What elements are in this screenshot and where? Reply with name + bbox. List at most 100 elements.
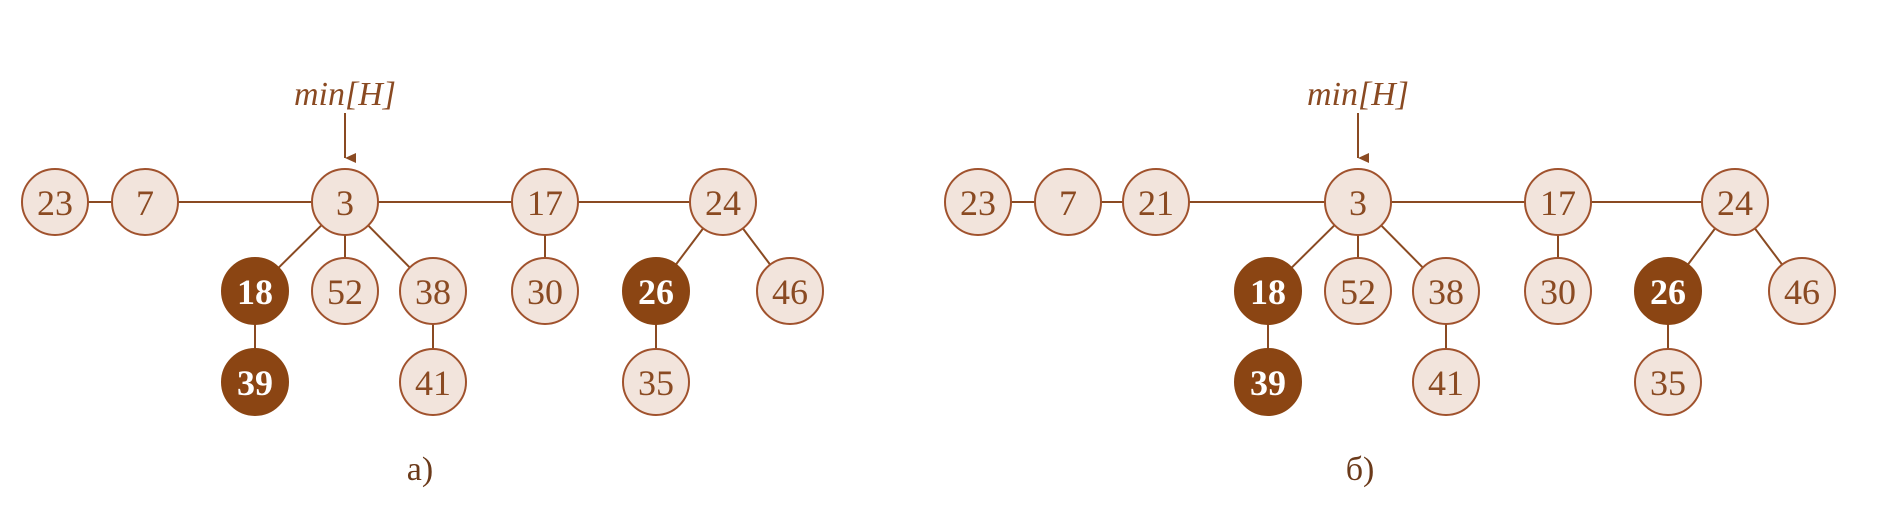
node-circle [1634,348,1702,416]
node-key: 23 [960,183,996,223]
heap-node: 46 [756,257,824,325]
node-circle [399,257,467,325]
node-circle [1324,257,1392,325]
tree-edge [1290,224,1336,269]
heap-node: 24 [689,168,757,236]
heap-node: 17 [511,168,579,236]
heap-node: 17 [1524,168,1592,236]
heap-node: 3 [311,168,379,236]
node-key: 38 [1428,272,1464,312]
heap-node: 52 [311,257,379,325]
node-key: 21 [1138,183,1174,223]
caption-b: б) [1346,451,1375,488]
tree-edge [742,227,771,266]
node-circle [1412,257,1480,325]
node-circle [21,168,89,236]
marked-node: 39 [1234,348,1302,416]
node-key: 7 [136,183,154,223]
marked-node: 18 [1234,257,1302,325]
node-key: 24 [705,183,741,223]
tree-edge [367,224,411,269]
node-circle [221,257,289,325]
node-circle [399,348,467,416]
node-key: 52 [327,272,363,312]
heap-node: 38 [1412,257,1480,325]
min-pointer-label: min[H] [1307,76,1409,113]
marked-node: 39 [221,348,289,416]
node-key: 46 [772,272,808,312]
node-circle [622,348,690,416]
node-circle [511,257,579,325]
marked-node: 26 [622,257,690,325]
node-key: 18 [237,272,273,312]
node-key: 30 [527,272,563,312]
heap-node: 35 [622,348,690,416]
node-key: 17 [527,183,563,223]
heap-node: 46 [1768,257,1836,325]
tree-edge [1754,227,1783,266]
node-circle [944,168,1012,236]
node-circle [1234,348,1302,416]
node-circle [311,168,379,236]
node-key: 38 [415,272,451,312]
marked-node: 18 [221,257,289,325]
node-circle [1634,257,1702,325]
node-key: 46 [1784,272,1820,312]
heap-node: 38 [399,257,467,325]
node-circle [1324,168,1392,236]
node-key: 41 [1428,363,1464,403]
heap-node: 23 [21,168,89,236]
heap-diagram-a: min[H] 23 7 3 17 24 18 52 38 30 26 46 39 41 35 а) [21,76,824,488]
heap-node: 41 [1412,348,1480,416]
heap-node: 3 [1324,168,1392,236]
node-key: 23 [37,183,73,223]
node-key: 24 [1717,183,1753,223]
heap-node: 24 [1701,168,1769,236]
heap-node: 41 [399,348,467,416]
node-circle [221,348,289,416]
node-circle [1412,348,1480,416]
node-key: 35 [1650,363,1686,403]
node-circle [622,257,690,325]
node-circle [689,168,757,236]
min-pointer-label: min[H] [294,76,396,113]
node-circle [1701,168,1769,236]
heap-node: 30 [511,257,579,325]
heap-node: 21 [1122,168,1190,236]
node-key: 35 [638,363,674,403]
node-circle [1234,257,1302,325]
tree-edge [675,227,704,266]
heap-node: 52 [1324,257,1392,325]
heap-node: 30 [1524,257,1592,325]
tree-edge [277,224,323,269]
heap-diagram-b: min[H] 23 7 21 3 17 24 18 52 38 30 26 46 39 41 35 б) [944,76,1836,488]
node-key: 18 [1250,272,1286,312]
marked-node: 26 [1634,257,1702,325]
node-circle [511,168,579,236]
heap-node: 23 [944,168,1012,236]
node-circle [756,257,824,325]
node-circle [1034,168,1102,236]
node-key: 3 [336,183,354,223]
node-key: 30 [1540,272,1576,312]
node-key: 17 [1540,183,1576,223]
node-circle [1122,168,1190,236]
node-circle [1524,168,1592,236]
tree-edge [1687,227,1716,266]
node-circle [311,257,379,325]
node-key: 41 [415,363,451,403]
node-key: 7 [1059,183,1077,223]
node-circle [111,168,179,236]
node-circle [1524,257,1592,325]
heap-node: 7 [1034,168,1102,236]
node-key: 26 [1650,272,1686,312]
node-key: 39 [1250,363,1286,403]
node-key: 26 [638,272,674,312]
node-key: 52 [1340,272,1376,312]
caption-a: а) [407,451,433,488]
node-key: 39 [237,363,273,403]
node-key: 3 [1349,183,1367,223]
node-circle [1768,257,1836,325]
tree-edge [1380,224,1424,269]
